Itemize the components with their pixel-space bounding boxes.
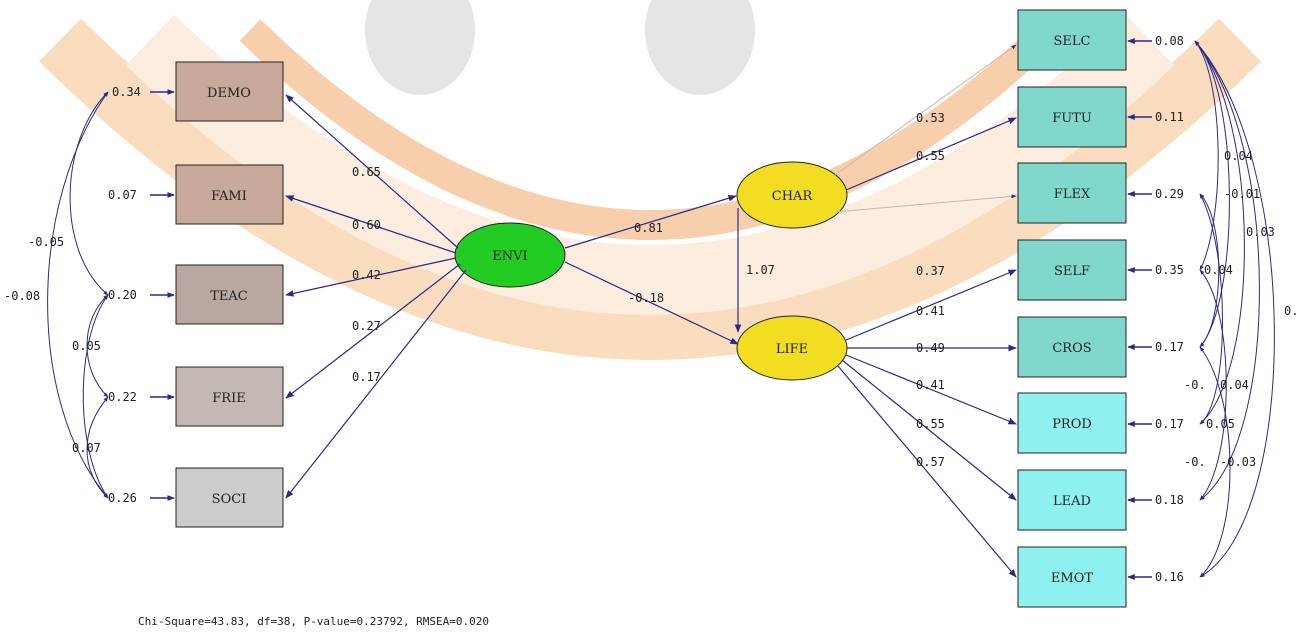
- cov-right-10: 0.: [1284, 304, 1298, 318]
- loading-envi-frie: 0.27: [352, 319, 381, 333]
- error-fami: 0.07: [108, 188, 137, 202]
- path-envi-char: 0.81: [634, 221, 663, 235]
- cov-right-2: -0.01: [1224, 187, 1260, 201]
- cov-right-7: 0.05: [1206, 417, 1235, 431]
- box-demo-label: DEMO: [207, 86, 251, 101]
- box-demo: DEMO: [176, 62, 283, 121]
- box-lead-label: LEAD: [1053, 494, 1091, 509]
- cov-demo-teac: -0.05: [28, 235, 64, 249]
- box-soci: SOCI: [176, 468, 283, 527]
- loading-envi-soci: 0.17: [352, 370, 381, 384]
- error-self: 0.35: [1155, 263, 1184, 277]
- box-self-label: SELF: [1054, 264, 1090, 279]
- box-frie-label: FRIE: [212, 391, 245, 406]
- latent-life-label: LIFE: [776, 342, 808, 357]
- loading-life-emot: 0.57: [916, 455, 945, 469]
- latent-envi: ENVI: [455, 223, 565, 287]
- loading-envi-teac: 0.42: [352, 268, 381, 282]
- box-frie: FRIE: [176, 367, 283, 426]
- cov-right-4: 0.04: [1204, 263, 1233, 277]
- box-flex-label: FLEX: [1054, 187, 1091, 202]
- box-emot-label: EMOT: [1051, 571, 1093, 586]
- loading-envi-demo: 0.65: [352, 165, 381, 179]
- endogenous-boxes: SELC FUTU FLEX SELF CROS PROD LEAD EMOT: [1018, 10, 1126, 607]
- path-char-life: 1.07: [746, 263, 775, 277]
- loading-life-self: 0.41: [916, 304, 945, 318]
- box-futu-label: FUTU: [1052, 111, 1092, 126]
- loading-life-prod: 0.41: [916, 378, 945, 392]
- loading-char-flex: 0.37: [916, 264, 945, 278]
- box-selc-label: SELC: [1054, 34, 1091, 49]
- fit-statistics: Chi-Square=43.83, df=38, P-value=0.23792…: [138, 615, 489, 628]
- latent-life: LIFE: [737, 316, 847, 380]
- box-teac-label: TEAC: [210, 289, 248, 304]
- loading-char-futu: 0.55: [916, 149, 945, 163]
- error-soci: 0.26: [108, 491, 137, 505]
- path-envi-life: -0.18: [628, 291, 664, 305]
- loading-char-selc: 0.53: [916, 111, 945, 125]
- cov-right-6: 0.04: [1220, 378, 1249, 392]
- cov-right-9: -0.03: [1220, 455, 1256, 469]
- error-flex: 0.29: [1155, 187, 1184, 201]
- cov-frie-soci: 0.07: [72, 441, 101, 455]
- error-lead: 0.18: [1155, 493, 1184, 507]
- cov-right-5: -0.: [1184, 378, 1206, 392]
- box-fami: FAMI: [176, 165, 283, 224]
- right-covariances: [1195, 41, 1274, 577]
- latent-char-label: CHAR: [772, 189, 814, 204]
- cov-right-8: -0.: [1184, 455, 1206, 469]
- box-fami-label: FAMI: [211, 189, 247, 204]
- latent-envi-label: ENVI: [492, 249, 527, 264]
- left-covariances: [48, 92, 108, 498]
- cov-teac-frie: 0.05: [72, 339, 101, 353]
- cov-right-3: 0.03: [1246, 225, 1275, 239]
- loading-envi-fami: 0.60: [352, 218, 381, 232]
- latent-char: CHAR: [737, 162, 847, 228]
- error-demo: 0.34: [112, 85, 141, 99]
- loading-life-lead: 0.55: [916, 417, 945, 431]
- error-futu: 0.11: [1155, 110, 1184, 124]
- error-selc: 0.08: [1155, 34, 1184, 48]
- error-emot: 0.16: [1155, 570, 1184, 584]
- cov-right-1: 0.04: [1224, 149, 1253, 163]
- error-frie: 0.22: [108, 390, 137, 404]
- error-prod: 0.17: [1155, 417, 1184, 431]
- cov-demo-soci: -0.08: [4, 289, 40, 303]
- box-cros-label: CROS: [1052, 341, 1091, 356]
- error-cros: 0.17: [1155, 340, 1184, 354]
- box-teac: TEAC: [176, 265, 283, 324]
- box-soci-label: SOCI: [212, 492, 247, 507]
- box-prod-label: PROD: [1052, 417, 1092, 432]
- loading-life-cros: 0.49: [916, 341, 945, 355]
- error-teac: 0.20: [108, 288, 137, 302]
